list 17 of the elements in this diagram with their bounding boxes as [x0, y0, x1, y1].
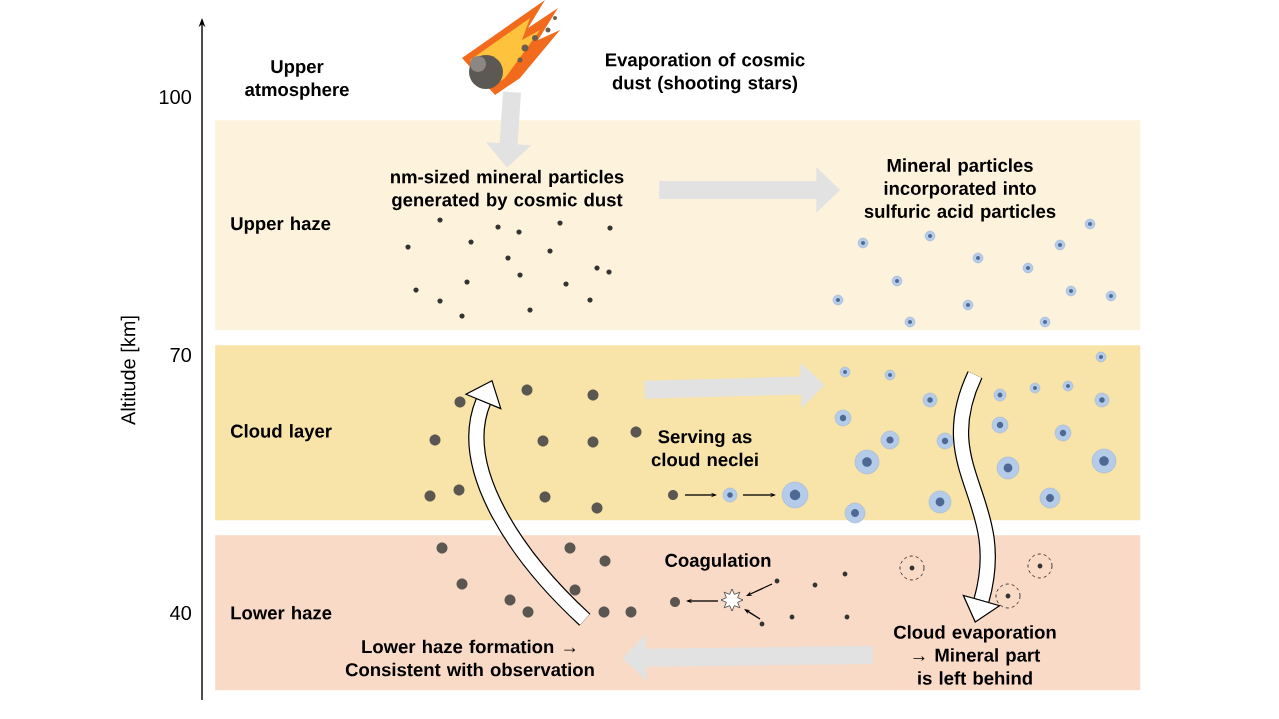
caption-text: Serving as cloud neclei: [651, 429, 758, 467]
caption-text: Mineral particles incorporated into sulfuric acid particles: [864, 158, 1056, 222]
particle-cluster-drawing: [436, 542, 637, 618]
tick-label: 70: [170, 347, 191, 363]
meteor-drawing: [462, 0, 560, 95]
caption-text: nm-sized mineral particles generated by cosmic dust: [391, 169, 624, 211]
tick-label: 40: [170, 605, 191, 621]
caption-text: Lower haze formation → Consistent with observation: [345, 639, 594, 677]
axis-title: Altitude [km]: [120, 316, 140, 425]
caption-text: Cloud evaporation → Mineral part is left behind: [894, 625, 1056, 685]
caption-text: Coagulation: [665, 553, 771, 571]
particle-cluster-drawing: [424, 384, 642, 514]
block-arrow: [952, 371, 1001, 623]
region-label: Upper atmosphere: [245, 60, 349, 100]
caption-text: Evaporation of cosmic dust (shooting stars): [606, 52, 805, 94]
tick-label: 100: [159, 89, 191, 105]
particle-cluster-drawing: [834, 351, 1117, 524]
